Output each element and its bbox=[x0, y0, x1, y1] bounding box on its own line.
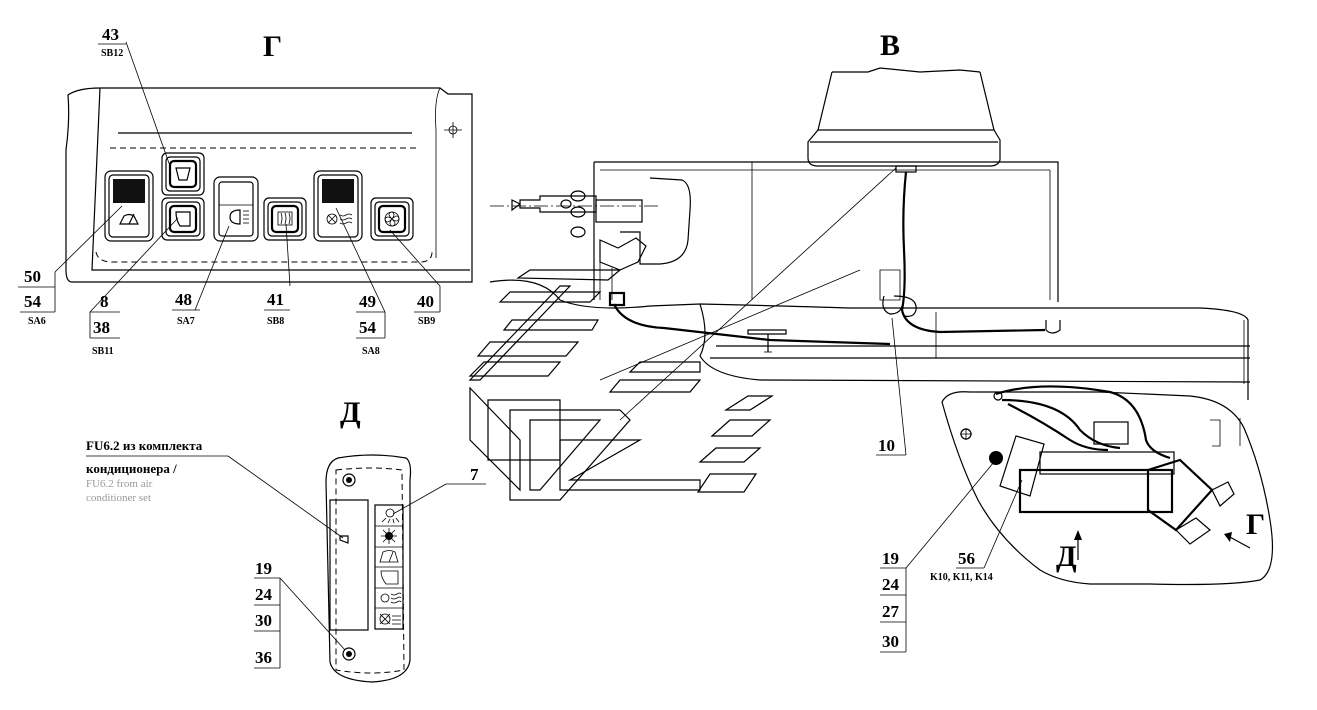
callout-8: 8 bbox=[100, 292, 109, 311]
panel-side-edge bbox=[435, 87, 441, 258]
top-screw-icon bbox=[342, 473, 356, 487]
callout-54-sa6: 54 bbox=[24, 292, 42, 311]
panel-inner-edge bbox=[91, 87, 470, 271]
panel-bottom-dashed bbox=[95, 251, 433, 263]
bottom-screw-icon bbox=[342, 647, 356, 661]
code-sa6: SA6 bbox=[28, 316, 46, 327]
code-k10-k11-k14: K10, K11, K14 bbox=[930, 572, 993, 583]
view-d-arrow-label: Д bbox=[1056, 540, 1077, 573]
code-sb11: SB11 bbox=[92, 346, 114, 357]
rocker-ribbed-top bbox=[322, 179, 354, 203]
sun-heater-icon bbox=[381, 528, 397, 544]
mirror-heat-icon bbox=[380, 570, 399, 585]
callout-56: 56 bbox=[958, 549, 975, 568]
callout-41: 41 bbox=[267, 290, 284, 309]
code-sa7: SA7 bbox=[177, 316, 195, 327]
mirror-heat-icon bbox=[175, 211, 191, 227]
callout-36-fuse: 36 bbox=[255, 648, 272, 667]
roof-unit bbox=[807, 67, 1001, 173]
cab-frame bbox=[593, 161, 1059, 302]
defrost-icon bbox=[277, 211, 293, 226]
fan-heater-icon bbox=[326, 213, 353, 225]
harness-connector bbox=[608, 291, 626, 307]
fuse-block-inner-dashed bbox=[335, 467, 405, 674]
code-sb9: SB9 bbox=[418, 316, 435, 327]
fuse-fu62-icon bbox=[339, 535, 349, 544]
ground-bolt-icon bbox=[960, 428, 972, 440]
callout-10: 10 bbox=[878, 436, 895, 455]
door-harness bbox=[612, 303, 891, 346]
fuse-cover bbox=[329, 499, 369, 631]
callout-30-fuse: 30 bbox=[255, 611, 272, 630]
fuse-symbol-strip bbox=[374, 504, 404, 630]
code-sb8: SB8 bbox=[267, 316, 284, 327]
wiper-rocker-switch bbox=[104, 170, 154, 242]
callout-24-fuse: 24 bbox=[255, 585, 273, 604]
view-v-installation: В bbox=[468, 29, 1274, 653]
note-ru-line1: FU6.2 из комплекта bbox=[86, 438, 203, 453]
view-d-arrow: Д bbox=[1056, 530, 1082, 573]
headlight-rocker-switch bbox=[213, 176, 259, 242]
fuse-block-housing bbox=[325, 454, 412, 683]
view-g-arrow-label: Г bbox=[1246, 508, 1265, 541]
fan-button bbox=[370, 197, 414, 241]
relay-box-assembly bbox=[941, 385, 1274, 586]
callout-27: 27 bbox=[882, 602, 900, 621]
mirror-heat-button bbox=[161, 197, 205, 241]
windshield-heat-icon bbox=[175, 167, 191, 181]
harness-clip bbox=[747, 329, 787, 353]
light-icon bbox=[381, 508, 400, 524]
fan-ac-icon bbox=[379, 613, 401, 625]
windshield-heat-button bbox=[161, 152, 205, 196]
callout-19-fuse: 19 bbox=[255, 559, 272, 578]
door-latch-assembly bbox=[490, 177, 691, 300]
defrost-button bbox=[263, 197, 307, 241]
rocker-ribbed-top bbox=[113, 179, 145, 203]
view-g-control-panel: Г bbox=[18, 25, 473, 357]
panel-outline bbox=[65, 87, 473, 283]
panel-g-leaders bbox=[18, 41, 441, 339]
note-en-line1: FU6.2 from air bbox=[86, 478, 153, 490]
view-g-title: Г bbox=[263, 30, 282, 63]
callout-30: 30 bbox=[882, 632, 899, 651]
panel-d-leaders bbox=[86, 455, 486, 669]
view-v-leaders bbox=[876, 317, 1023, 653]
callout-7: 7 bbox=[470, 465, 479, 484]
code-sb12: SB12 bbox=[101, 48, 123, 59]
callout-50: 50 bbox=[24, 267, 41, 286]
headlight-icon bbox=[229, 209, 249, 225]
callout-40: 40 bbox=[417, 292, 434, 311]
callout-48: 48 bbox=[175, 290, 192, 309]
code-sa8: SA8 bbox=[362, 346, 380, 357]
callout-38: 38 bbox=[93, 318, 110, 337]
note-en-line2: conditioner set bbox=[86, 492, 151, 504]
section-shading bbox=[468, 167, 897, 501]
callout-19: 19 bbox=[882, 549, 899, 568]
fixing-nut-icon bbox=[989, 451, 1003, 465]
wiper-icon bbox=[379, 550, 399, 563]
fan-icon bbox=[384, 211, 400, 227]
view-d-fuse-block: Д bbox=[86, 396, 486, 683]
note-ru-line2: кондиционера / bbox=[86, 461, 177, 476]
callout-43: 43 bbox=[102, 25, 119, 44]
panel-g-callouts: 43 SB12 50 54 SA6 8 38 SB11 48 SA7 41 SB… bbox=[24, 25, 435, 357]
fan-heater-rocker-switch bbox=[313, 170, 363, 242]
panel-mark-icon bbox=[444, 122, 462, 138]
fan-heater-icon bbox=[380, 592, 402, 604]
cab-floor bbox=[489, 269, 1251, 400]
callout-49: 49 bbox=[359, 292, 376, 311]
callout-24: 24 bbox=[882, 575, 900, 594]
callout-54-sa8: 54 bbox=[359, 318, 377, 337]
roof-cable bbox=[900, 171, 1046, 334]
wiper-icon bbox=[119, 213, 139, 225]
view-g-arrow: Г bbox=[1224, 508, 1265, 549]
view-v-title: В bbox=[880, 29, 900, 62]
view-d-title: Д bbox=[340, 396, 361, 429]
